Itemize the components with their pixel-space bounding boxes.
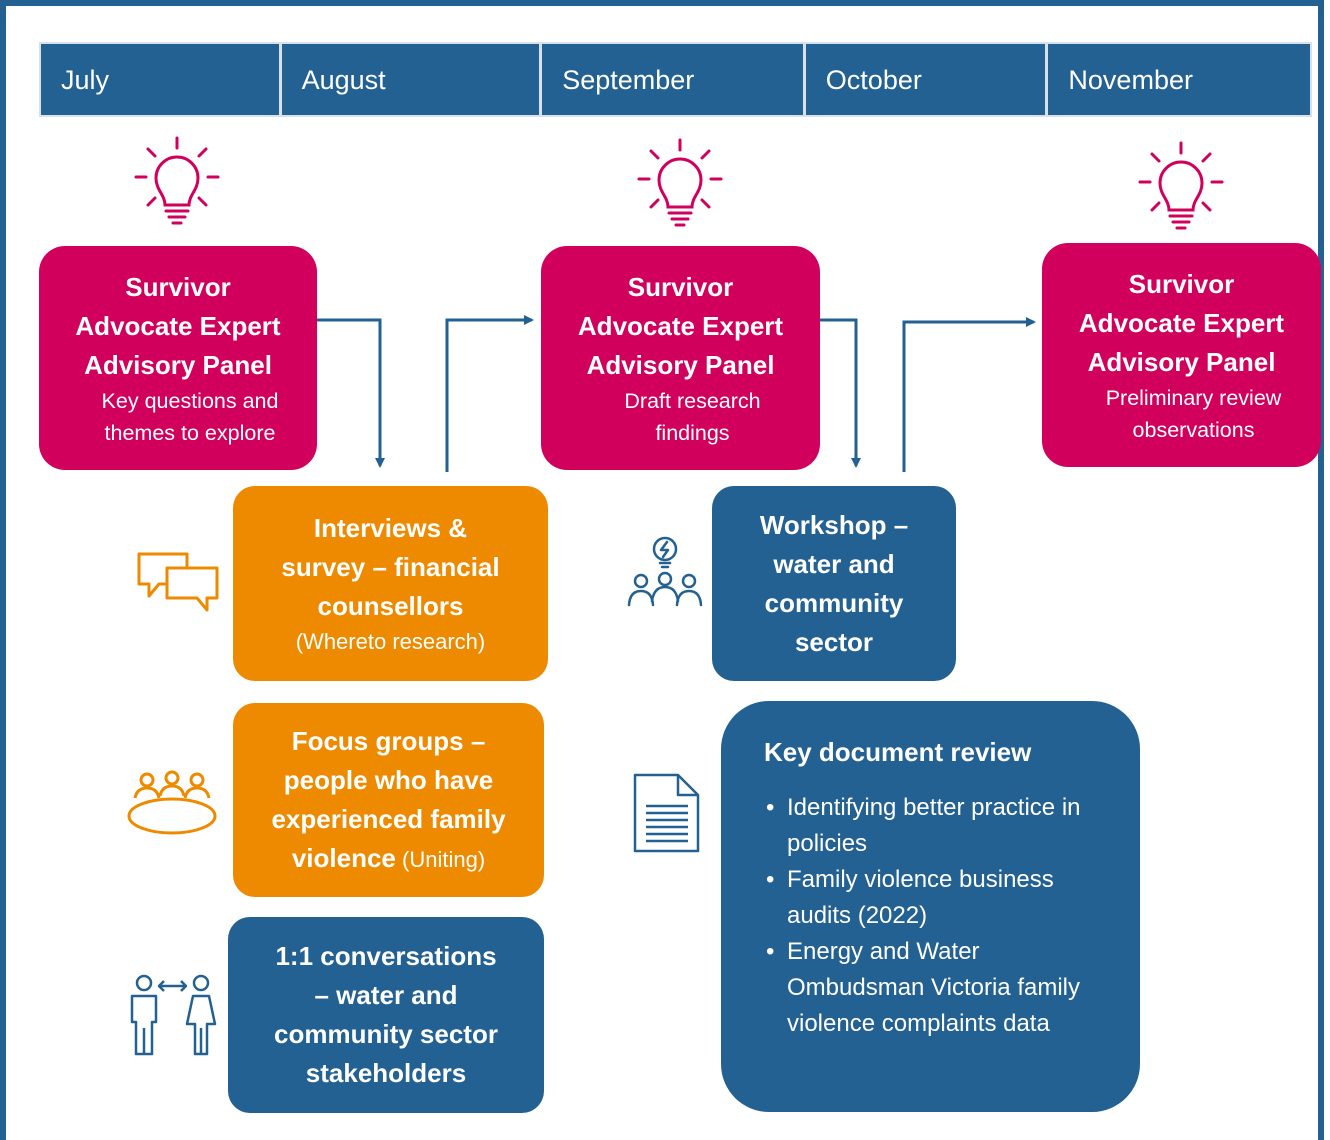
advisory-panel-september: Survivor Advocate Expert Advisory Panel … bbox=[541, 246, 820, 470]
panel-subtitle-line: Draft research bbox=[624, 388, 761, 413]
focus-title-line: Focus groups – bbox=[291, 725, 486, 756]
month-july: July bbox=[41, 44, 282, 115]
document-review-list: Identifying better practice in policies … bbox=[764, 790, 1140, 1042]
panel-title-line: Survivor bbox=[125, 271, 231, 302]
interviews-title-line: Interviews & bbox=[313, 513, 468, 543]
document-icon bbox=[633, 773, 700, 853]
month-november: November bbox=[1068, 65, 1193, 95]
workshop-box: Workshop – water and community sector bbox=[712, 486, 956, 681]
focus-title-last-line: violence (Uniting) bbox=[292, 839, 485, 879]
panel-title-line: Survivor bbox=[1128, 268, 1235, 299]
focus-title-line: people who have bbox=[283, 764, 494, 795]
panel-title-line: Advocate Expert bbox=[577, 310, 784, 341]
focus-title-line: experienced family bbox=[271, 803, 506, 834]
two-people-exchange-icon bbox=[130, 974, 217, 1056]
panel-title-line: Advocate Expert bbox=[75, 310, 281, 341]
interviews-survey-box: Interviews & survey – financial counsell… bbox=[233, 486, 548, 681]
panel-subtitle-line: themes to explore bbox=[104, 420, 276, 445]
meeting-table-icon bbox=[127, 770, 217, 835]
interviews-title-line: survey – financial bbox=[281, 552, 500, 582]
arrow-panel1-to-interviews bbox=[317, 318, 385, 468]
panel-subtitle-line: findings bbox=[655, 420, 730, 445]
lightbulb-icon bbox=[637, 138, 723, 227]
advisory-panel-july: Survivor Advocate Expert Advisory Panel … bbox=[39, 246, 317, 470]
interviews-title-line: counsellors bbox=[317, 591, 464, 621]
document-review-title: Key document review bbox=[764, 737, 1032, 767]
workshop-title-line: Workshop – bbox=[759, 509, 909, 540]
conversations-title-line: 1:1 conversations bbox=[275, 941, 497, 971]
month-september: September bbox=[542, 44, 806, 115]
month-august: August bbox=[282, 44, 543, 115]
panel-title-line: Advocate Expert bbox=[1078, 307, 1285, 338]
panel-subtitle-line: Preliminary review bbox=[1105, 385, 1282, 410]
workshop-title-line: sector bbox=[794, 626, 874, 657]
list-item: Family violence business audits (2022) bbox=[764, 862, 1117, 934]
advisory-panel-november: Survivor Advocate Expert Advisory Panel … bbox=[1042, 243, 1321, 467]
conversations-title-line: stakeholders bbox=[305, 1058, 467, 1088]
lightbulb-icon bbox=[134, 136, 220, 225]
workshop-title-line: community bbox=[764, 587, 904, 618]
chat-bubbles-icon bbox=[137, 552, 219, 612]
panel-title-line: Advisory Panel bbox=[84, 349, 272, 380]
focus-groups-box: Focus groups – people who have experienc… bbox=[233, 703, 544, 897]
list-item: Identifying better practice in policies bbox=[764, 790, 1117, 862]
interviews-subtitle: (Whereto research) bbox=[295, 629, 486, 654]
workshop-title-line: water and bbox=[773, 548, 895, 579]
focus-subtitle: (Uniting) bbox=[395, 846, 486, 872]
conversations-title-line: community sector bbox=[274, 1019, 498, 1049]
month-timeline-bar: July August September October November bbox=[39, 42, 1312, 117]
conversations-title-line: – water and bbox=[314, 980, 458, 1010]
panel-subtitle-line: observations bbox=[1132, 417, 1255, 442]
lightbulb-icon bbox=[1138, 141, 1224, 230]
focus-title-bold: violence bbox=[291, 842, 396, 873]
panel-title-line: Survivor bbox=[627, 271, 734, 302]
list-item: Energy and Water Ombudsman Victoria fami… bbox=[764, 934, 1117, 1042]
document-review-box: Key document review Identifying better p… bbox=[721, 701, 1140, 1112]
arrow-workshop-to-panel3 bbox=[902, 317, 1036, 472]
month-october: October bbox=[806, 44, 1049, 115]
panel-title-line: Advisory Panel bbox=[1087, 346, 1276, 377]
arrow-interviews-to-panel2 bbox=[445, 315, 534, 472]
group-idea-icon bbox=[627, 536, 703, 607]
panel-subtitle-line: Key questions and bbox=[101, 388, 279, 413]
arrow-panel2-to-workshop bbox=[820, 318, 861, 468]
panel-title-line: Advisory Panel bbox=[586, 349, 775, 380]
conversations-box: 1:1 conversations – water and community … bbox=[228, 917, 544, 1113]
